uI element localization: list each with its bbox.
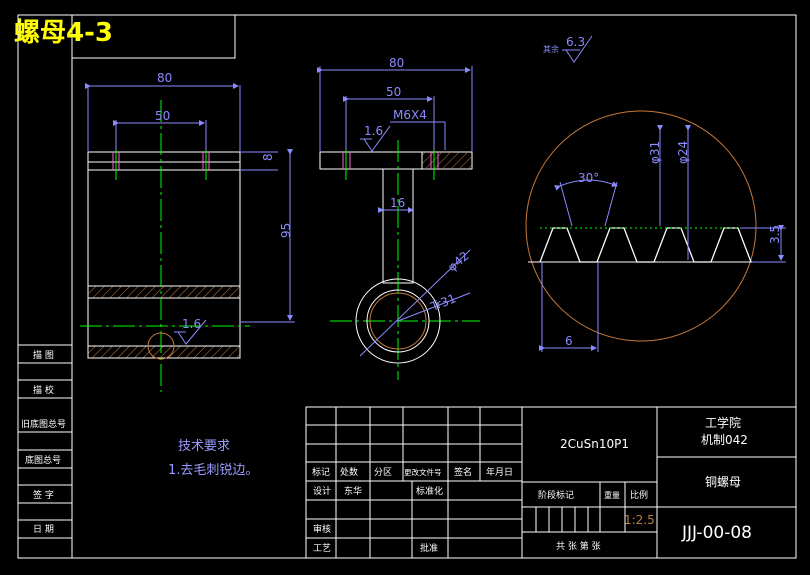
dim-left-small: 8: [261, 153, 275, 161]
notes-heading: 技术要求: [178, 439, 230, 454]
tb-designer: 东华: [344, 485, 362, 497]
left-label-column: 描 图 描 校 旧底图总号 底图总号 签 字 日 期: [17, 344, 73, 559]
tb-h-zone: 分区: [374, 467, 392, 478]
tb-r-approve: 批准: [420, 542, 438, 554]
dim-left-hole-spacing: 50: [155, 109, 170, 123]
dim-tooth-height: 3.5: [768, 225, 782, 244]
tb-sheets: 共 张 第 张: [556, 540, 601, 552]
label-date: 日 期: [33, 524, 54, 535]
left-view: 80 50 8 95 1.6: [80, 71, 295, 392]
roughness-mid: 1.6: [364, 124, 383, 138]
tb-class: 机制042: [701, 433, 748, 447]
tb-h-count: 处数: [340, 466, 358, 478]
tb-r-process: 工艺: [313, 543, 331, 554]
label-base: 底图总号: [25, 454, 61, 466]
label-sign: 签 字: [33, 489, 54, 501]
dim-mid-thread: M6X4: [393, 108, 427, 122]
tb-part-name: 铜螺母: [705, 474, 741, 489]
detail-view: 30° φ31 φ24 3.5 6 6.3 其余: [525, 35, 786, 352]
label-trace-check: 描 校: [33, 384, 54, 396]
label-old-base: 旧底图总号: [21, 418, 66, 430]
dim-left-height: 95: [279, 223, 293, 238]
tb-drawing-no: JJJ-00-08: [681, 523, 752, 543]
roughness-top-label: 其余: [543, 44, 559, 54]
tb-h-date: 年月日: [486, 466, 513, 478]
dim-angle: 30°: [578, 171, 599, 185]
tb-material: 2CuSn10P1: [560, 437, 629, 451]
label-trace: 描 图: [33, 349, 54, 361]
title-block: 标记 处数 分区 更改文件号 签名 年月日 设计 东华 标准化 审核 工艺 批准…: [305, 406, 797, 559]
dim-mid-stem: 16: [390, 196, 405, 210]
dim-mid-hole-spacing: 50: [386, 85, 401, 99]
roughness-top: 6.3: [566, 35, 585, 49]
tb-r-std: 标准化: [416, 485, 443, 497]
title-corner-box: [72, 15, 236, 59]
tb-r-weight: 重量: [604, 490, 620, 500]
tb-r-design: 设计: [313, 485, 331, 497]
dim-mid-width: 80: [389, 56, 404, 70]
tb-h-sign: 签名: [454, 466, 472, 478]
tb-h-mark: 标记: [312, 466, 330, 478]
middle-view: 80 50 M6X4 1.6 16 φ42 Tr31: [317, 56, 480, 380]
drawing-title: 螺母4-3: [14, 18, 113, 48]
tb-h-doc: 更改文件号: [404, 467, 442, 477]
tb-r-stage: 阶段标记: [538, 489, 574, 501]
tb-r-check: 审核: [313, 523, 331, 535]
notes-item1: 1.去毛刺锐边。: [168, 463, 258, 478]
dim-mid-thread-spec: Tr31: [428, 291, 458, 314]
tb-ratio: 1:2.5: [624, 513, 655, 527]
roughness-left-bottom: 1.6: [182, 317, 201, 331]
dim-dia-outer: φ31: [648, 141, 662, 164]
dim-dia-inner: φ24: [676, 141, 690, 164]
tb-r-scale: 比例: [630, 489, 648, 501]
tb-school: 工学院: [705, 415, 741, 430]
dim-pitch: 6: [565, 334, 573, 348]
dim-left-width: 80: [157, 71, 172, 85]
